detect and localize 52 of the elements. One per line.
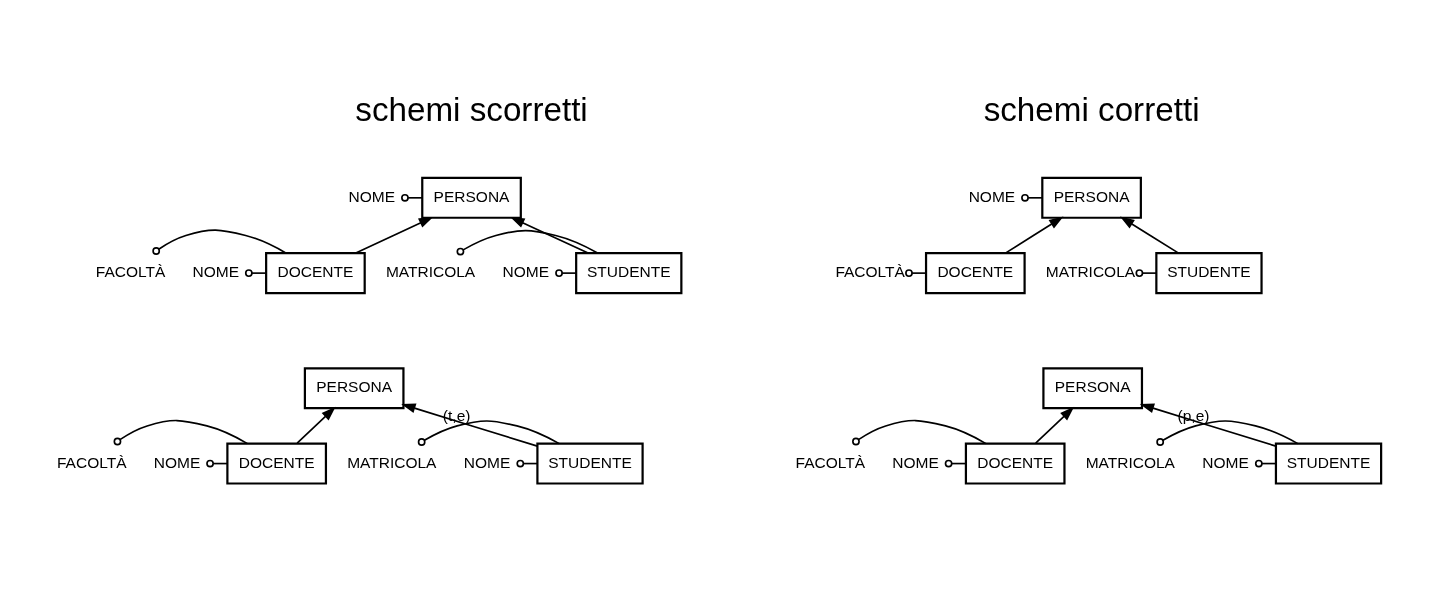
node-text: MATRICOLA [385,263,475,281]
node-text: MATRICOLA [1045,263,1135,281]
connector [417,420,560,446]
node-box: PERSONA [1041,367,1143,410]
arrow [1034,406,1074,444]
node-box: STUDENTE [1154,252,1263,295]
connector [1134,269,1157,278]
node-text: NOME [968,187,1015,205]
connector [1020,193,1043,202]
arrow [1119,216,1179,254]
node-text: NOME [502,263,549,281]
node-box: DOCENTE [924,252,1026,295]
node-box: DOCENTE [225,442,327,485]
edge-label: (p,e) [1177,407,1209,425]
node-text: NOME [891,453,939,471]
connector [904,269,927,278]
arrow [1139,403,1277,447]
connector [151,229,287,255]
node-text: MATRICOLA [1085,453,1175,471]
connector [851,419,987,446]
node-box: PERSONA [420,176,522,219]
node-box: STUDENTE [574,252,682,295]
node-box: DOCENTE [264,252,366,295]
connector [456,229,599,256]
arrow [1004,216,1063,254]
node-box: PERSONA [303,367,405,410]
node-text: FACOLTÀ [56,453,126,471]
node-box: DOCENTE [964,442,1066,485]
node-text: FACOLTÀ [95,263,165,281]
node-text: FACOLTÀ [834,263,905,281]
label: schemi scorretti [354,91,588,129]
connector [554,269,577,278]
arrow [400,403,538,447]
node-text: NOME [1201,453,1249,471]
label: schemi corretti [983,91,1200,129]
node-text: NOME [192,263,239,281]
node-text: NOME [153,453,200,471]
connector [1155,420,1299,446]
node-text: MATRICOLA [346,453,436,471]
connector [400,193,423,202]
arrow [295,406,336,444]
arrow [354,216,433,254]
arrow [509,216,589,254]
edge-label: (t,e) [442,407,470,425]
node-box: STUDENTE [535,442,644,485]
node-box: STUDENTE [1274,442,1382,485]
node-text: NOME [348,187,395,205]
node-text: NOME [463,453,510,471]
connector [113,419,248,446]
node-box: PERSONA [1040,176,1142,219]
node-text: FACOLTÀ [795,453,865,471]
connector [244,269,267,278]
